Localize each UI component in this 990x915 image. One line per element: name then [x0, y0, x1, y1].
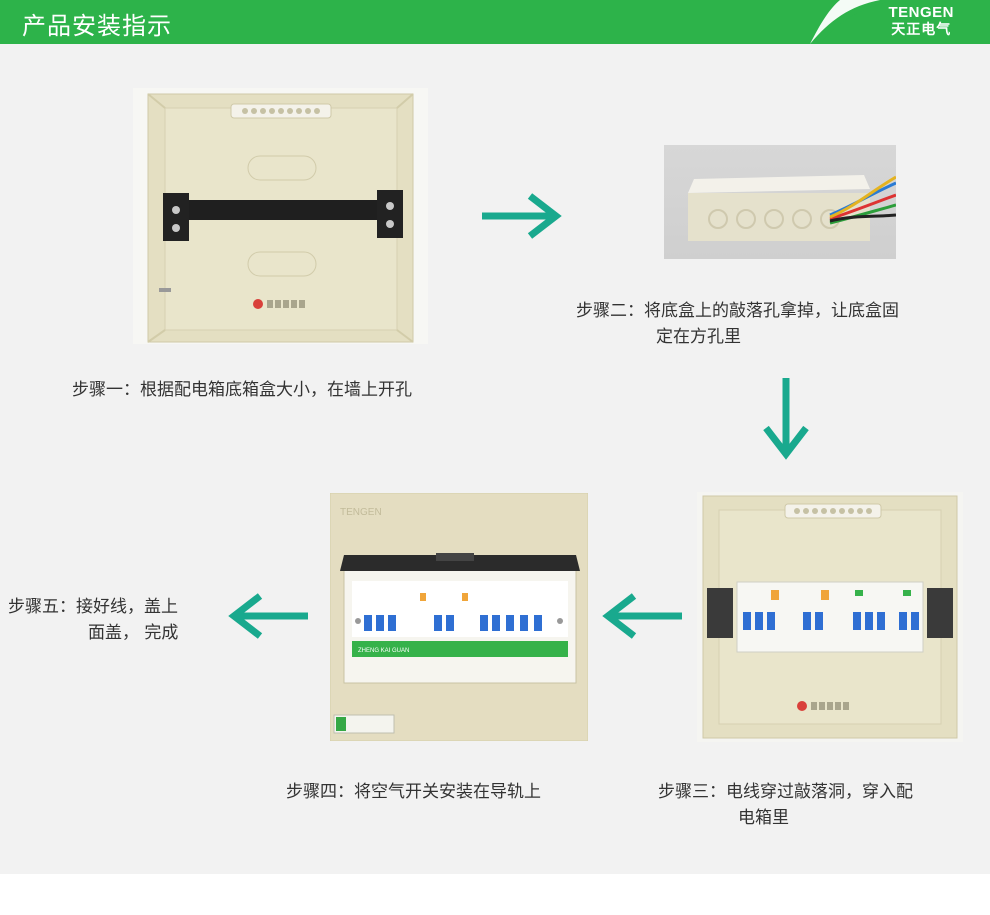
step5-caption: 步骤五：接好线，盖上 面盖， 完成 [8, 594, 228, 646]
header-bar: 产品安装指示 TENGEN 天正电气 [0, 0, 990, 44]
step5-line1: 步骤五：接好线，盖上 [8, 594, 228, 620]
step2-line2: 定在方孔里 [656, 327, 741, 347]
brand-logo-en: TENGEN [888, 4, 954, 21]
arrow-left-icon-1 [228, 593, 308, 639]
step3-caption: 步骤三：电线穿过敲落洞，穿入配 电箱里 [658, 779, 978, 831]
step5-label: 步骤五： [8, 597, 76, 617]
brand-logo: TENGEN 天正电气 [888, 4, 954, 38]
step2-text1: 将底盒上的敲落孔拿掉，让底盒固 [644, 301, 899, 321]
arrow-right-icon [482, 193, 562, 239]
step1-photo [133, 88, 428, 344]
breaker-strip-label: ZHENG KAI GUAN [358, 648, 409, 654]
step5-photo: TENGEN ZHENG KAI GUAN [330, 493, 588, 741]
step4-caption: 步骤四：将空气开关安装在导轨上 [286, 779, 541, 805]
step3-line1: 步骤三：电线穿过敲落洞，穿入配 [658, 779, 978, 805]
arrow-left-icon-2 [602, 593, 682, 639]
step5-line2: 面盖， 完成 [88, 623, 179, 643]
step1-caption: 步骤一：根据配电箱底箱盒大小，在墙上开孔 [72, 377, 412, 403]
brand-logo-cn: 天正电气 [891, 21, 952, 37]
step5-text1: 接好线，盖上 [76, 597, 178, 617]
step2-photo [664, 145, 896, 259]
step2-caption: 步骤二：将底盒上的敲落孔拿掉，让底盒固 定在方孔里 [576, 298, 966, 350]
step4-text: 将空气开关安装在导轨上 [354, 782, 541, 802]
step3-text1: 电线穿过敲落洞，穿入配 [726, 782, 913, 802]
page-title: 产品安装指示 [22, 12, 172, 40]
logo-swoosh-icon [810, 0, 990, 44]
step3-label: 步骤三： [658, 782, 726, 802]
arrow-down-icon [763, 378, 809, 460]
step3-photo [697, 492, 963, 742]
step2-line1: 步骤二：将底盒上的敲落孔拿掉，让底盒固 [576, 298, 966, 324]
step1-label: 步骤一： [72, 380, 140, 400]
step1-text: 根据配电箱底箱盒大小，在墙上开孔 [140, 380, 412, 400]
step4-label: 步骤四： [286, 782, 354, 802]
step3-line2: 电箱里 [738, 808, 789, 828]
step2-label: 步骤二： [576, 301, 644, 321]
box-brand-mark: TENGEN [340, 507, 382, 518]
